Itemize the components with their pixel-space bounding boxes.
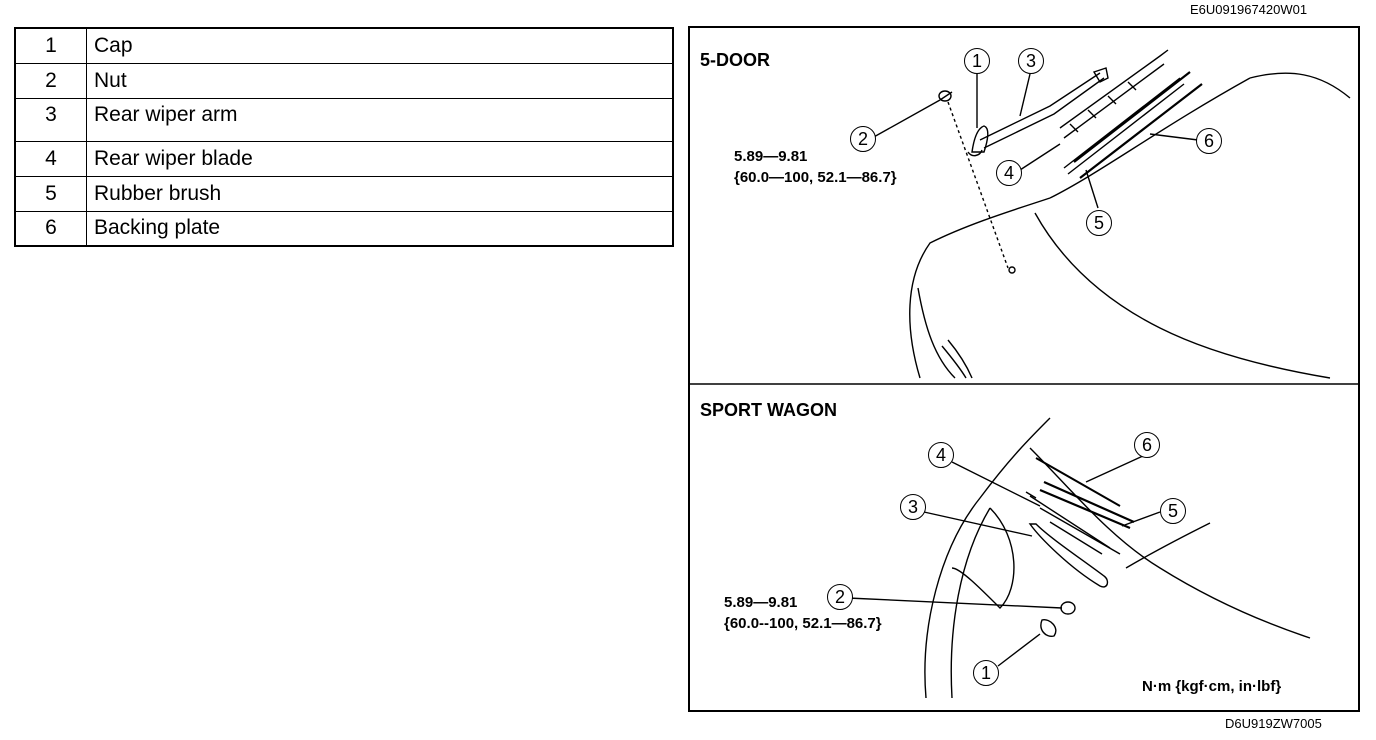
sport-wagon-callout-5: 5 xyxy=(1160,498,1186,524)
exploded-diagram: 5-DOOR 5.89—9.81 {60.0—100, 52.1—86.7} 1… xyxy=(688,26,1360,712)
sport-wagon-parts xyxy=(1025,457,1135,637)
part-number: 5 xyxy=(14,175,87,212)
sport-wagon-callout-2: 2 xyxy=(827,584,853,610)
sport-wagon-torque-line1: 5.89—9.81 xyxy=(724,594,798,611)
five-door-leaders xyxy=(871,73,1199,209)
part-name: Backing plate xyxy=(86,210,674,247)
five-door-cap-nut xyxy=(938,90,1016,274)
five-door-callout-2: 2 xyxy=(850,126,876,152)
part-number: 1 xyxy=(14,27,87,64)
five-door-callout-5: 5 xyxy=(1086,210,1112,236)
five-door-torque-line1: 5.89—9.81 xyxy=(734,148,808,165)
sport-wagon-body-outline xyxy=(924,417,1311,699)
sport-wagon-leaders xyxy=(847,454,1161,667)
five-door-callout-4: 4 xyxy=(996,160,1022,186)
unit-label: N·m {kgf·cm, in·lbf} xyxy=(1142,678,1282,695)
sport-wagon-torque-line2: {60.0--100, 52.1—86.7} xyxy=(724,615,882,632)
five-door-title: 5-DOOR xyxy=(700,50,771,70)
diagram-drawing xyxy=(690,49,1358,699)
part-number: 6 xyxy=(14,210,87,247)
five-door-body-outline xyxy=(909,72,1351,379)
five-door-torque: 5.89—9.81 {60.0—100, 52.1—86.7} xyxy=(734,146,897,188)
part-number: 2 xyxy=(14,62,87,99)
part-name: Rear wiper arm xyxy=(86,97,674,142)
part-name: Rear wiper blade xyxy=(86,140,674,177)
sport-wagon-callout-4: 4 xyxy=(928,442,954,468)
five-door-callout-6: 6 xyxy=(1196,128,1222,154)
footer-code: D6U919ZW7005 xyxy=(1225,716,1322,731)
part-name: Nut xyxy=(86,62,674,99)
five-door-blade xyxy=(1059,49,1203,179)
sport-wagon-title: SPORT WAGON xyxy=(700,400,838,420)
sport-wagon-callout-1: 1 xyxy=(973,660,999,686)
sport-wagon-torque: 5.89—9.81 {60.0--100, 52.1—86.7} xyxy=(724,592,882,634)
five-door-callout-3: 3 xyxy=(1018,48,1044,74)
five-door-callout-1: 1 xyxy=(964,48,990,74)
sport-wagon-callout-6: 6 xyxy=(1134,432,1160,458)
header-code: E6U091967420W01 xyxy=(1190,2,1308,17)
part-number: 4 xyxy=(14,140,87,177)
part-name: Rubber brush xyxy=(86,175,674,212)
part-name: Cap xyxy=(86,27,674,64)
part-number: 3 xyxy=(14,97,87,142)
five-door-torque-line2: {60.0—100, 52.1—86.7} xyxy=(734,169,897,186)
sport-wagon-callout-3: 3 xyxy=(900,494,926,520)
five-door-wiper-arm xyxy=(967,67,1109,157)
